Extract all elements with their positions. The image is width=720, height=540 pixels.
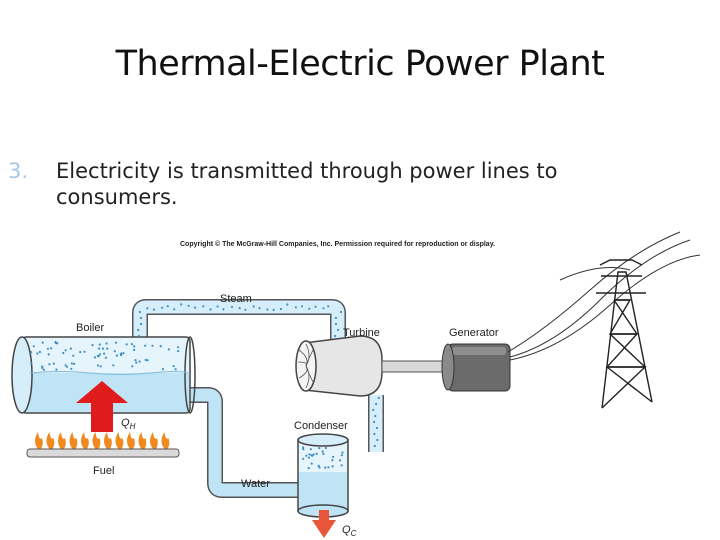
slide-title: Thermal-Electric Power Plant	[115, 44, 605, 84]
fuel-burner	[26, 432, 180, 458]
bullet-text-line-1: Electricity is transmitted through power…	[56, 159, 558, 183]
generator-label: Generator	[449, 327, 499, 339]
turbine-shaft	[381, 360, 449, 373]
heat-input-arrow	[76, 381, 128, 432]
steam-particles	[137, 303, 380, 470]
condenser	[297, 433, 349, 518]
steam-label: Steam	[220, 293, 252, 305]
water-label: Water	[241, 478, 270, 490]
bullet-text: Electricity is transmitted through power…	[56, 158, 636, 210]
bullet-text-line-2: consumers.	[56, 185, 178, 209]
condenser-label: Condenser	[294, 420, 348, 432]
power-plant-diagram: Copyright © The McGraw-Hill Companies, I…	[11, 231, 701, 538]
boiler-label: Boiler	[76, 322, 104, 334]
bullet-number: 3.	[8, 159, 29, 183]
qh-label: QH	[121, 417, 136, 431]
fuel-label: Fuel	[93, 465, 114, 477]
steam-pipe	[132, 299, 346, 345]
water-return-pipe	[188, 387, 308, 498]
qc-label: QC	[342, 524, 357, 538]
turbine	[295, 335, 383, 397]
transmission-tower	[596, 259, 653, 409]
copyright-notice: Copyright © The McGraw-Hill Companies, I…	[180, 240, 495, 248]
turbine-label: Turbine	[343, 327, 380, 339]
power-lines	[507, 231, 701, 361]
heat-output-arrow	[312, 510, 336, 538]
generator	[441, 343, 511, 392]
